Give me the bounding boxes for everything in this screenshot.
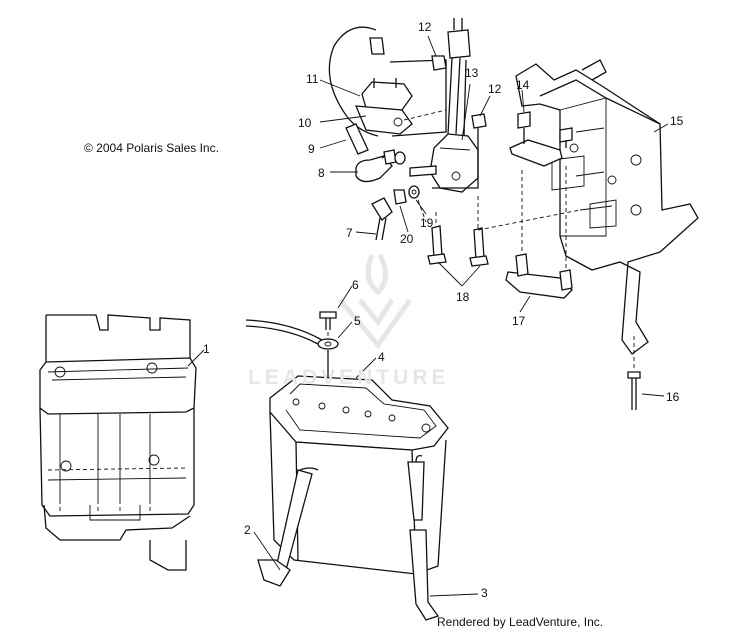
copyright-notice: © 2004 Polaris Sales Inc. (84, 141, 219, 155)
callout-7: 7 (346, 226, 353, 240)
callout-2: 2 (244, 523, 251, 537)
callout-9: 9 (308, 142, 315, 156)
callout-11: 11 (306, 72, 319, 86)
rivet (627, 336, 641, 410)
callout-12-top: 12 (418, 20, 432, 34)
callout-8: 8 (318, 166, 325, 180)
battery-cable (245, 311, 339, 378)
mounting-bracket (509, 59, 699, 355)
drain-hose (407, 454, 440, 621)
callout-12-right: 12 (488, 82, 502, 96)
callout-18: 18 (456, 290, 470, 304)
callout-3: 3 (481, 586, 488, 600)
callout-14: 14 (516, 78, 530, 92)
callout-5: 5 (354, 314, 361, 328)
callout-20: 20 (400, 232, 414, 246)
callout-10: 10 (298, 116, 312, 130)
callout-15: 15 (670, 114, 684, 128)
callout-19: 19 (420, 216, 434, 230)
callout-17: 17 (512, 314, 526, 328)
callout-4: 4 (378, 350, 385, 364)
leader-lines (187, 35, 669, 597)
callout-13: 13 (465, 66, 479, 80)
leadventure-logo-watermark (338, 253, 413, 350)
mount-plate (505, 166, 573, 299)
callout-1: 1 (203, 342, 210, 356)
studs (427, 196, 581, 267)
callout-6: 6 (352, 278, 359, 292)
rendered-by-credit: Rendered by LeadVenture, Inc. (437, 615, 604, 629)
vent-tube (257, 467, 319, 587)
watermark-text: LEADVENTURE (248, 366, 450, 389)
battery-box (39, 314, 197, 571)
solenoid-assembly (328, 18, 487, 241)
callout-16: 16 (666, 390, 680, 404)
battery (269, 375, 449, 575)
